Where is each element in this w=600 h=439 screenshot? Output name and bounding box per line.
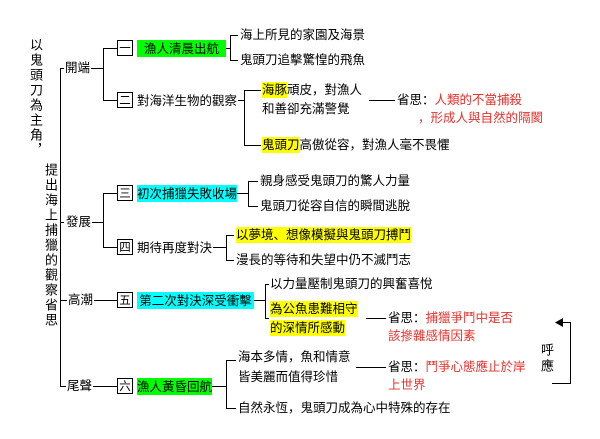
detail-text: 海上所見的家園及海景 [240,27,366,42]
highlighted-term: 鬼頭刀 [262,137,300,153]
section-number-box: 三 [117,185,133,201]
central-theme-column-1: 以鬼頭刀為主角， [27,38,42,158]
reflection-text-line-2: 該摻雜感情因素 [388,328,476,343]
section-title-highlighted: 漁人黃昏回航 [137,378,213,395]
reflection-text-line-2: 上世界 [388,377,426,392]
echo-bracket [552,322,571,384]
section-number-box: 二 [117,92,133,108]
detail-text: 為公魚患難相守 [270,301,358,317]
stage-label-climax: 高潮 [68,292,94,307]
reflection-prefix: 省思： [388,359,426,374]
detail-text: 親身感受鬼頭刀的驚人力量 [260,173,411,188]
detail-text-line-2: 和善卻充滿警覺 [262,101,350,116]
detail-text: 鬼頭刀高傲從容，對漁人毫不畏懼 [262,137,450,153]
highlighted-detail: 以夢境、想像模擬與鬼頭刀搏鬥 [236,227,412,243]
section-6-bracket [212,360,236,409]
echo-label: 呼應 [538,343,553,375]
detail-text-line-2: 皆美麗而值得珍惜 [238,369,339,384]
reflection-text: 捕獵爭鬥中是否 [425,310,514,325]
reflection-text-line-2: ，形成人與自然的隔閡 [418,110,544,125]
stage-label-opening: 開端 [65,60,91,75]
reflection-prefix: 省思： [388,310,426,325]
central-theme-column-2: 提出海上捕獵的觀察省思 [42,163,57,328]
detail-text-rest: 頑皮，對漁人 [287,82,363,97]
detail-text-rest: 高傲從容，對漁人毫不畏懼 [299,137,450,152]
section-2-bracket [238,90,261,146]
section-number-box: 六 [117,378,133,394]
section-4-bracket [213,235,234,261]
detail-text: 海豚頑皮，對漁人 [262,82,362,98]
section-title: 對海洋生物的觀察 [137,93,238,108]
echo-arrowhead [555,318,563,327]
reflection-note: 省思：人類的不當捕殺 [397,92,522,108]
reflection-text: 人類的不當捕殺 [434,92,523,107]
detail-text: 海本多情，魚和情意 [238,349,351,364]
detail-text: 以夢境、想像模擬與鬼頭刀搏鬥 [236,227,412,243]
reflection-note: 省思：鬥爭心態應止於岸 [388,359,526,375]
section-3-bracket [237,181,258,207]
section-number-box: 一 [117,40,133,56]
section-title-highlighted: 初次捕獵失敗收場 [137,185,238,202]
detail-text: 鬼頭刀從容自信的瞬間逃脫 [260,198,411,213]
reflection-prefix: 省思： [397,92,435,107]
highlighted-term: 海豚 [262,82,288,98]
stage-label-ending: 尾聲 [67,378,93,393]
section-number-box: 五 [117,292,133,308]
main-trunk-connector [60,68,67,387]
detail-text: 漫長的等待和失望中仍不滅鬥志 [236,252,412,267]
section-title-highlighted: 第二次對決深受衝擊 [137,292,254,309]
section-title: 期待再度對決 [137,240,213,255]
opening-bracket [91,48,117,101]
section-1-bracket [226,35,238,61]
detail-text: 以力量壓制鬼頭刀的興奮喜悅 [270,276,433,291]
connector-lines [60,35,571,409]
section-number-box: 四 [117,239,133,255]
detail-text-line-2: 的深情所感動 [270,320,346,336]
section-title-highlighted: 漁人清晨出航 [137,40,226,57]
highlighted-detail-line-2: 的深情所感動 [270,320,346,336]
reflection-text: 鬥爭心態應止於岸 [425,359,526,374]
reflection-note: 省思：捕獵爭鬥中是否 [388,310,513,326]
detail-text: 自然永恆，鬼頭刀成為心中特殊的存在 [238,400,451,415]
development-bracket [92,193,117,248]
section-5-bracket [254,284,269,319]
stage-label-development: 發展 [66,214,92,229]
highlighted-detail: 為公魚患難相守 [270,301,358,317]
detail-text: 鬼頭刀追擊驚惶的飛魚 [240,52,366,67]
